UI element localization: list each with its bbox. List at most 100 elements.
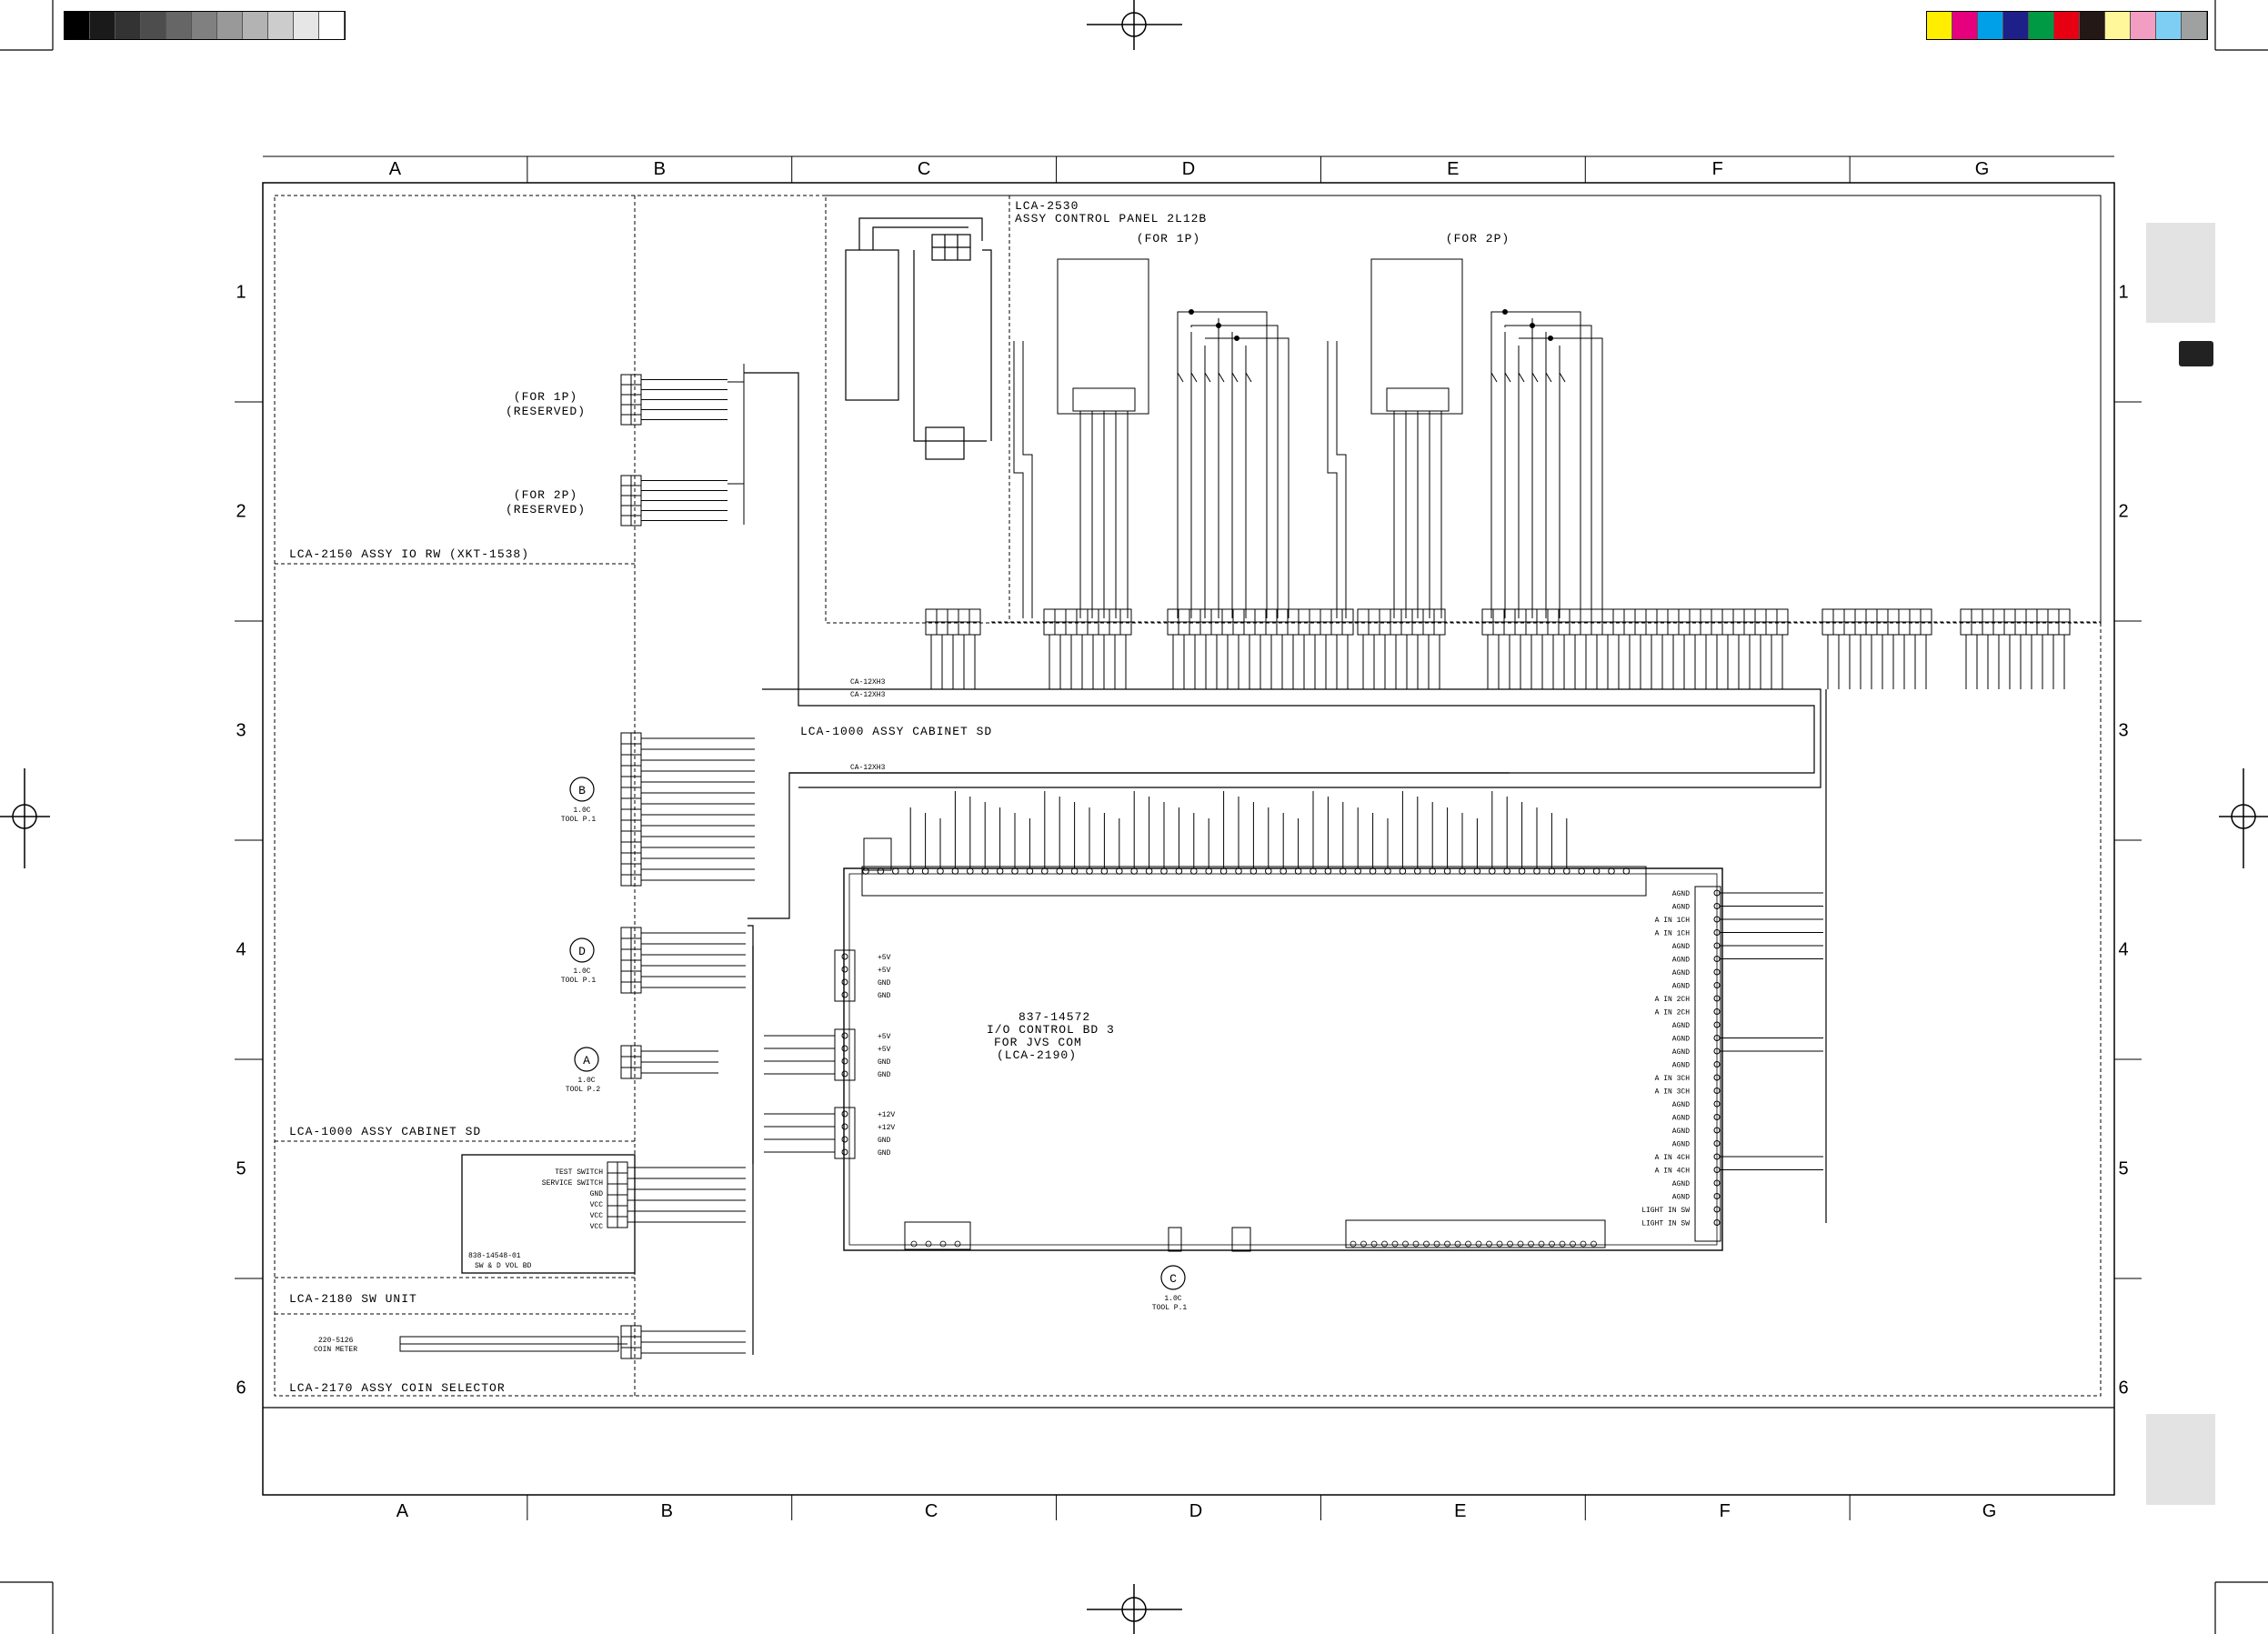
svg-text:1.0C: 1.0C	[1164, 1295, 1181, 1303]
svg-text:A IN 3CH: A IN 3CH	[1655, 1075, 1691, 1083]
svg-text:A IN 2CH: A IN 2CH	[1655, 1009, 1691, 1017]
control-panel-2p-wiring	[1327, 258, 1603, 618]
svg-text:A: A	[583, 1054, 590, 1068]
svg-text:+5V: +5V	[878, 1046, 891, 1054]
sw-pin-label-0: TEST SWITCH	[555, 1168, 603, 1177]
grid-row-right-3: 3	[2118, 721, 2128, 741]
grid-row-left-3: 3	[236, 721, 246, 741]
svg-text:I/O CONTROL BD 3: I/O CONTROL BD 3	[987, 1023, 1115, 1037]
coin-selector-title: LCA-2170 ASSY COIN SELECTOR	[289, 1381, 506, 1395]
for-2p-reserved-line1: (FOR 2P)	[514, 488, 577, 502]
gray-patch-8	[268, 12, 294, 39]
grid-row-left-5: 5	[236, 1159, 246, 1179]
svg-text:+5V: +5V	[878, 1033, 891, 1041]
color-patch-5	[2054, 12, 2080, 39]
connector-cabinet-b	[620, 732, 755, 887]
svg-text:AGND: AGND	[1672, 1022, 1690, 1030]
gray-patch-1	[90, 12, 115, 39]
grid-col-bottom-A: A	[396, 1501, 409, 1521]
io-bottom-connectors	[904, 1219, 1606, 1252]
color-patch-8	[2131, 12, 2156, 39]
svg-text:AGND: AGND	[1672, 1101, 1690, 1109]
control-panel-title-2: ASSY CONTROL PANEL 2L12B	[1015, 212, 1207, 226]
svg-text:AGND: AGND	[1672, 904, 1690, 912]
registration-mark-bottom	[1087, 1584, 1182, 1634]
strip-connector-coin-door	[925, 608, 981, 689]
svg-text:AGND: AGND	[1672, 1180, 1690, 1188]
sw-pin-label-5: VCC	[590, 1223, 604, 1231]
svg-text:GND: GND	[878, 992, 891, 1000]
coin-door-assembly	[845, 217, 992, 460]
grid-row-right-5: 5	[2118, 1159, 2128, 1179]
io-rw-block-title: LCA-2150 ASSY IO RW (XKT-1538)	[289, 547, 529, 561]
for-1p-label: (FOR 1P)	[1137, 232, 1200, 246]
color-patch-0	[1927, 12, 1952, 39]
connector-cabinet-d	[620, 927, 746, 994]
control-panel-1p-wiring	[1013, 258, 1290, 618]
io-board-label: 837-14572 I/O CONTROL BD 3 FOR JVS COM (…	[987, 1010, 1115, 1062]
svg-text:1.0C: 1.0C	[573, 807, 590, 815]
svg-text:D: D	[578, 945, 586, 958]
side-tab-marker	[2179, 341, 2213, 366]
svg-text:AGND: AGND	[1672, 969, 1690, 977]
gray-patch-3	[141, 12, 166, 39]
svg-text:A IN 4CH: A IN 4CH	[1655, 1154, 1691, 1162]
page-side-tab	[2146, 223, 2215, 1505]
svg-text:1.0C: 1.0C	[577, 1077, 595, 1085]
svg-text:FOR JVS COM: FOR JVS COM	[994, 1036, 1082, 1049]
color-patch-2	[1978, 12, 2003, 39]
grid-row-right-4: 4	[2118, 940, 2128, 960]
svg-text:AGND: AGND	[1672, 957, 1690, 965]
color-calibration-bar	[1926, 11, 2208, 40]
gray-patch-0	[65, 12, 90, 39]
sw-board-label-2: SW & D VOL BD	[475, 1262, 532, 1270]
sw-pin-label-4: VCC	[590, 1212, 604, 1220]
io-control-board	[843, 867, 1723, 1251]
sw-board-box	[461, 1154, 636, 1274]
svg-text:AGND: AGND	[1672, 1141, 1690, 1149]
grid-row-left-1: 1	[236, 283, 246, 303]
harness-bus-lines	[744, 372, 1827, 1355]
svg-text:A IN 4CH: A IN 4CH	[1655, 1168, 1691, 1176]
cable-label-3: CA-12XH3	[850, 764, 886, 772]
sw-pin-label-3: VCC	[590, 1201, 604, 1209]
gray-patch-10	[319, 12, 345, 39]
color-patch-1	[1952, 12, 1978, 39]
svg-text:GND: GND	[878, 1137, 891, 1145]
connector-for-2p-reserved	[620, 475, 728, 526]
svg-text:LIGHT IN SW: LIGHT IN SW	[1641, 1220, 1690, 1228]
color-patch-9	[2156, 12, 2182, 39]
connector-sw-board	[607, 1161, 746, 1228]
coin-meter-label-2: COIN METER	[314, 1346, 357, 1354]
for-2p-reserved-line2: (RESERVED)	[506, 503, 586, 516]
svg-text:AGND: AGND	[1672, 1194, 1690, 1202]
svg-text:TOOL P.2: TOOL P.2	[566, 1086, 601, 1094]
svg-text:C: C	[1169, 1272, 1177, 1286]
gray-patch-2	[115, 12, 141, 39]
cable-label-2: CA-12XH3	[850, 691, 886, 699]
gray-patch-9	[294, 12, 319, 39]
grid-row-left-6: 6	[236, 1378, 246, 1398]
svg-text:A IN 1CH: A IN 1CH	[1655, 917, 1691, 925]
color-patch-4	[2029, 12, 2054, 39]
strip-connector-1p-stick	[1043, 608, 1132, 689]
for-1p-reserved-line2: (RESERVED)	[506, 405, 586, 418]
svg-text:A IN 2CH: A IN 2CH	[1655, 996, 1691, 1004]
svg-text:AGND: AGND	[1672, 1036, 1690, 1044]
svg-text:A IN 1CH: A IN 1CH	[1655, 930, 1691, 938]
svg-text:A IN 3CH: A IN 3CH	[1655, 1088, 1691, 1097]
gray-patch-7	[243, 12, 268, 39]
grid-col-top-A: A	[389, 159, 402, 179]
strip-connector-analog-1	[1821, 608, 1932, 689]
svg-text:LIGHT IN SW: LIGHT IN SW	[1641, 1207, 1690, 1215]
grid-row-left-2: 2	[236, 502, 246, 522]
grid-col-top-E: E	[1447, 159, 1459, 179]
